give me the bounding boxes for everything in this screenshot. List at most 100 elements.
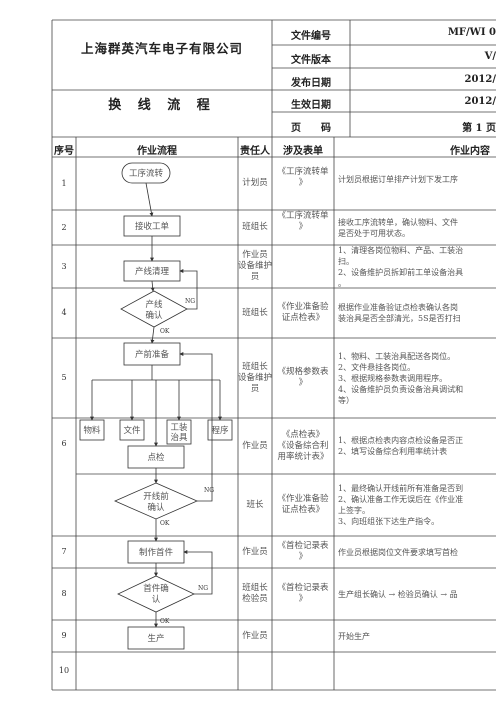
row-responsible: 班组长 <box>238 222 272 233</box>
row-responsible-line: 作业员 <box>242 630 268 641</box>
row-content-line: 等） <box>338 395 354 405</box>
row-seq: 3 <box>61 261 67 271</box>
meta-value-page: 第 1 页 <box>462 123 496 134</box>
row-responsible-line: 员 <box>250 272 260 282</box>
meta-label-page: 页 码 <box>291 123 331 134</box>
row-forms: 《首检记录表》 <box>272 583 334 605</box>
flow-ng-label-1: NG <box>185 298 195 305</box>
flow-check-label: 点检 <box>147 452 165 463</box>
row-forms-line: 用率统计表》 <box>277 451 329 462</box>
row-forms-line: 》 <box>298 177 308 188</box>
row-forms: 《点检表》《设备综合利用率统计表》 <box>272 430 334 463</box>
row-content-line: 2、确认准备工作无误后在《作业准 <box>338 495 464 504</box>
row-forms-line: 》 <box>298 378 308 388</box>
row-forms-line: 《首检记录表 <box>277 541 329 551</box>
row-forms: 《首检记录表》 <box>272 541 334 563</box>
flow-ng-label-2: NG <box>204 487 214 494</box>
flow-receive-label: 接收工单 <box>135 221 170 232</box>
flow-production-label: 生产 <box>147 633 164 644</box>
row-forms-line: 证点检表》 <box>281 313 325 323</box>
row-content-line: 2、设备维护员拆卸前工单设备治具 <box>338 267 464 277</box>
row-responsible-line: 作业员 <box>242 250 268 260</box>
row-forms-line: 《工序流转单 <box>277 210 329 221</box>
row-responsible-line: 员 <box>250 383 260 394</box>
meta-value-release-date: 2012/ <box>464 74 496 85</box>
row-responsible-line: 班组长 <box>242 307 268 318</box>
flow-material-label: 物料 <box>83 425 101 436</box>
row-content: 开始生产 <box>338 631 496 642</box>
row-responsible: 班长 <box>238 500 272 511</box>
row-content-line: 根据作业准备验证点检表确认各岗 <box>338 303 458 312</box>
row-responsible: 作业员 <box>238 631 272 642</box>
row-content-line: 1、清理各岗位物料、产品、工装治 <box>338 245 464 255</box>
row-content-line: 接收工序流转单，确认物料、文件 <box>338 217 458 227</box>
row-responsible-line: 班长 <box>246 499 264 510</box>
row-content: 生产组长确认 → 检验员确认 → 品 <box>338 589 496 600</box>
flow-ng-label-3: NG <box>198 585 208 592</box>
row-responsible: 作业员 <box>238 441 272 452</box>
row-seq: 4 <box>61 308 67 317</box>
document-title: 换 线 流 程 <box>108 98 216 113</box>
flow-ok-label-2: OK <box>160 520 170 527</box>
row-seq: 1 <box>61 178 67 188</box>
row-content: 1、物料、工装治具配送各岗位。2、文件悬挂各岗位。3、根据规格参数表调用程序。4… <box>338 351 496 406</box>
row-responsible: 班组长设备维护员 <box>238 362 272 395</box>
row-content-line: 2、填写设备综合利用率统计表 <box>338 447 448 456</box>
row-responsible: 班组长 <box>238 308 272 319</box>
flow-fa-confirm-diamond <box>117 575 195 613</box>
row-forms-line: 《作业准备验 <box>277 494 329 504</box>
row-content: 1、根据点检表内容点检设备是否正 2、填写设备综合利用率统计表 <box>338 435 496 457</box>
row-forms-line: 》 <box>298 552 308 562</box>
row-responsible-line: 设备维护 <box>238 261 273 271</box>
flow-tool-box <box>166 419 192 445</box>
flow-prep-label: 产前准备 <box>135 349 170 360</box>
row-responsible-line: 计划员 <box>242 178 268 188</box>
flow-confirm-label-2: 确认 <box>145 310 163 321</box>
meta-value-effective-date: 2012/ <box>464 96 496 107</box>
flow-start-confirm-label-1: 开线前 <box>143 491 169 502</box>
row-content-line: 2、文件悬挂各岗位。 <box>338 362 416 372</box>
row-content-line: 上签字。 <box>338 506 370 515</box>
row-responsible-line: 作业员 <box>242 440 268 451</box>
row-responsible: 班组长检验员 <box>238 583 272 605</box>
row-seq: 9 <box>61 631 67 640</box>
flow-tool-label-1: 工装 <box>170 422 188 433</box>
row-content: 作业员根据岗位文件要求填写首检 <box>338 547 496 558</box>
row-content-line: 1、根据点检表内容点检设备是否正 <box>338 436 464 445</box>
row-forms-line: 《作业准备验 <box>277 302 329 312</box>
flow-start-label: 工序流转 <box>129 168 164 179</box>
row-forms-line: 《点检表》 <box>281 429 325 440</box>
meta-label-release-date: 发布日期 <box>291 78 331 89</box>
flow-tool-label-2: 治具 <box>170 432 188 443</box>
row-content: 计划员根据订单排产计划下发工序 <box>338 174 496 185</box>
flow-ok-label-3: OK <box>160 618 170 625</box>
row-content-line: 3、根据规格参数表调用程序。 <box>338 373 448 383</box>
flow-fa-confirm-label-1: 首件确 <box>143 583 169 594</box>
row-forms: 《作业准备验证点检表》 <box>272 494 334 516</box>
row-content-line: 计划员根据订单排产计划下发工序 <box>338 175 458 184</box>
flow-program-label: 程序 <box>211 425 229 436</box>
row-forms: 《工序流转单》 <box>272 167 334 189</box>
column-header-flow: 作业流程 <box>137 146 177 157</box>
column-header-forms: 涉及表单 <box>283 146 323 157</box>
row-responsible: 计划员 <box>238 178 272 189</box>
meta-label-doc-number: 文件编号 <box>291 31 331 42</box>
row-content: 1、清理各岗位物料、产品、工装治扫。2、设备维护员拆卸前工单设备治具。 <box>338 245 496 289</box>
row-seq: 7 <box>61 547 67 556</box>
flow-ok-label-1: OK <box>160 328 170 335</box>
meta-value-doc-number: MF/WI 0 <box>447 27 496 38</box>
row-content-line: 3、向班组张下达生产指令。 <box>338 517 440 526</box>
row-seq: 2 <box>61 222 67 232</box>
meta-value-version: V/ <box>484 51 496 62</box>
meta-label-effective-date: 生效日期 <box>291 100 331 111</box>
column-header-responsible: 责任人 <box>240 146 270 157</box>
row-responsible-line: 班组长 <box>242 222 268 232</box>
row-forms-line: 《首检记录表 <box>277 583 329 593</box>
row-responsible-line: 班组长 <box>242 361 268 372</box>
flow-start-confirm-label-2: 确认 <box>147 502 165 513</box>
flow-first-article-label: 制作首件 <box>139 547 174 558</box>
row-forms: 《作业准备验证点检表》 <box>272 302 334 324</box>
row-forms-line: 《工序流转单 <box>277 166 329 177</box>
